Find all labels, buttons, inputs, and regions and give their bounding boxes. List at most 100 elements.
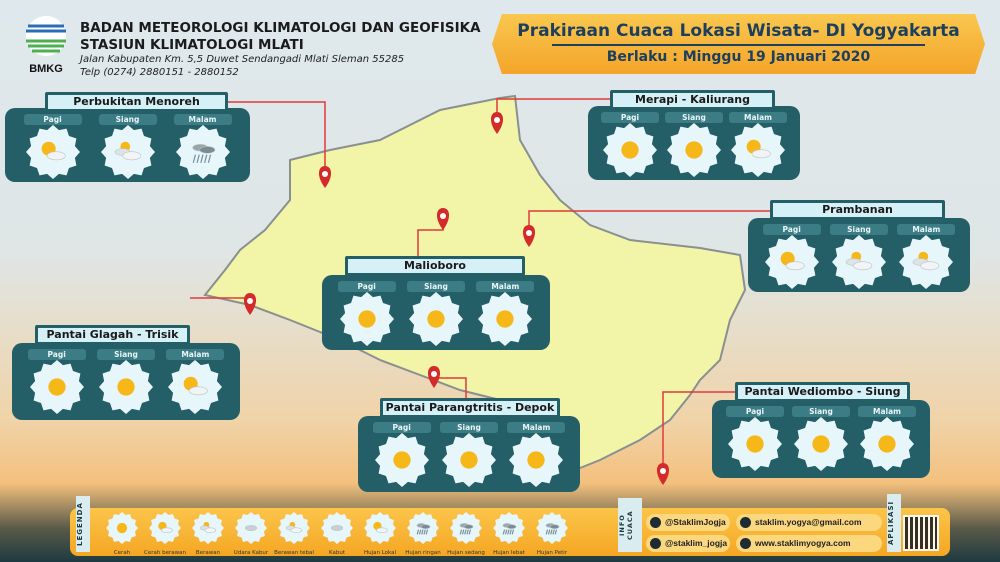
weather-cerah-icon (441, 433, 496, 491)
legend-item: Cerah berawan (141, 512, 189, 556)
forecast-slot: Malam (161, 349, 230, 414)
forecast-panel: Pagi Siang Malam (748, 218, 970, 292)
forecast-slot: Siang (90, 114, 164, 179)
legend-label: LEGENDA (76, 496, 90, 552)
instagram-icon (650, 538, 661, 549)
weather-cerah-icon (98, 512, 146, 548)
legend-item: Berawan (184, 512, 232, 556)
weather-cerah-icon (793, 417, 848, 475)
location-title: Prambanan (770, 200, 945, 220)
period-label: Siang (406, 281, 465, 292)
weather-cerah-icon (859, 417, 914, 475)
website-link[interactable]: www.staklimyogya.com (736, 535, 882, 552)
period-label: Siang (791, 406, 850, 417)
weather-hujan-lebat-icon (485, 512, 533, 548)
forecast-slot: Pagi (722, 406, 787, 472)
location-title: Merapi - Kaliurang (610, 90, 775, 110)
legend-bar: LEGENDA INFO CUACA @StaklimJogja @stakli… (70, 494, 950, 556)
forecast-slot: Siang (436, 422, 503, 487)
pin-dot (440, 213, 446, 219)
location-title: Perbukitan Menoreh (45, 92, 228, 112)
weather-berawan-icon (899, 235, 954, 293)
legend-item-label: Berawan tebal (274, 550, 314, 556)
period-label: Malam (507, 422, 566, 433)
location-title: Malioboro (345, 256, 525, 276)
period-label: Malam (166, 349, 225, 360)
connector-lines (190, 98, 770, 475)
weather-kabut-icon (313, 512, 361, 548)
legend-item-label: Hujan sedang (447, 550, 485, 556)
email-link[interactable]: staklim.yogya@gmail.com (736, 514, 882, 531)
weather-cerah-icon (98, 360, 153, 418)
legend-item-label: Cerah (113, 550, 131, 556)
forecast-slot: Siang (662, 112, 725, 177)
legend-item-label: Kabut (328, 550, 345, 556)
forecast-panel: Pagi Siang Malam (712, 400, 930, 478)
period-label: Pagi (337, 281, 396, 292)
forecast-slot: Pagi (15, 114, 89, 179)
legend-item-label: Hujan ringan (405, 550, 441, 556)
legend-item: Kabut (313, 512, 361, 556)
website-url: www.staklimyogya.com (755, 538, 851, 548)
forecast-slot: Pagi (332, 281, 401, 346)
legend-item: Hujan Lokal (356, 512, 404, 556)
period-label: Siang (96, 349, 155, 360)
forecast-slot: Malam (893, 224, 960, 289)
period-label: Siang (98, 114, 157, 125)
twitter-icon (650, 517, 661, 528)
period-label: Pagi (762, 224, 821, 235)
forecast-slot: Siang (826, 224, 893, 289)
pin-dot (431, 371, 437, 377)
legend-item: Hujan lebat (485, 512, 533, 556)
forecast-slot: Pagi (598, 112, 661, 177)
instagram-link[interactable]: @staklim_jogja (646, 535, 730, 552)
twitter-link[interactable]: @StaklimJogja (646, 514, 730, 531)
divider (552, 44, 925, 46)
forecast-slot: Pagi (368, 422, 435, 487)
legend-item-label: Hujan Lokal (363, 550, 397, 556)
weather-cerah-icon (29, 360, 84, 418)
weather-hujan-ringan-icon (399, 512, 447, 548)
weather-hujan-sedang-icon (442, 512, 490, 548)
validity-date: Berlaku : Minggu 19 Januari 2020 (606, 49, 871, 65)
title-banner: Prakiraan Cuaca Lokasi Wisata- DI Yogyak… (492, 14, 985, 74)
weather-cerah-icon (602, 123, 657, 181)
email-address: staklim.yogya@gmail.com (755, 517, 862, 527)
forecast-slot: Malam (503, 422, 570, 487)
pin-dot (247, 298, 253, 304)
pin-dot (322, 171, 328, 177)
legend-item: Hujan Petir (528, 512, 576, 556)
station-name: STASIUN KLIMATOLOGI MLATI (80, 37, 304, 53)
legend-item-label: Cerah berawan (144, 550, 186, 556)
web-icon (740, 538, 751, 549)
bmkg-logo: BMKG (26, 16, 66, 75)
weather-cerah-icon (666, 123, 721, 181)
phone: Telp (0274) 2880151 - 2880152 (80, 67, 239, 78)
period-label: Pagi (27, 349, 86, 360)
legend-item-label: Hujan lebat (493, 550, 525, 556)
pin-dot (526, 230, 532, 236)
weather-cerah-icon (374, 433, 429, 491)
period-label: Siang (829, 224, 888, 235)
period-label: Malam (857, 406, 916, 417)
forecast-slot: Pagi (22, 349, 91, 414)
weather-cerah-icon (727, 417, 782, 475)
period-label: Pagi (600, 112, 659, 123)
forecast-panel: Pagi Siang Malam (12, 343, 240, 420)
legend-item: Hujan ringan (399, 512, 447, 556)
weather-cerah-berawan-icon (764, 235, 819, 293)
weather-udara-kabur-icon (227, 512, 275, 548)
legend-item-label: Berawan (195, 550, 221, 556)
app-qr-code[interactable] (903, 515, 939, 551)
weather-cerah-berawan-icon (25, 125, 80, 183)
legend-item: Hujan sedang (442, 512, 490, 556)
address: Jalan Kabupaten Km. 5,5 Duwet Sendangadi… (80, 54, 405, 65)
legend-item: Udara Kabur (227, 512, 275, 556)
svg-text:BMKG: BMKG (29, 63, 63, 75)
period-label: Malam (173, 114, 232, 125)
forecast-slot: Pagi (758, 224, 825, 289)
location-title: Pantai Wediombo - Siung (735, 382, 910, 402)
weather-cerah-icon (339, 292, 394, 350)
weather-cerah-berawan-icon (141, 512, 189, 548)
